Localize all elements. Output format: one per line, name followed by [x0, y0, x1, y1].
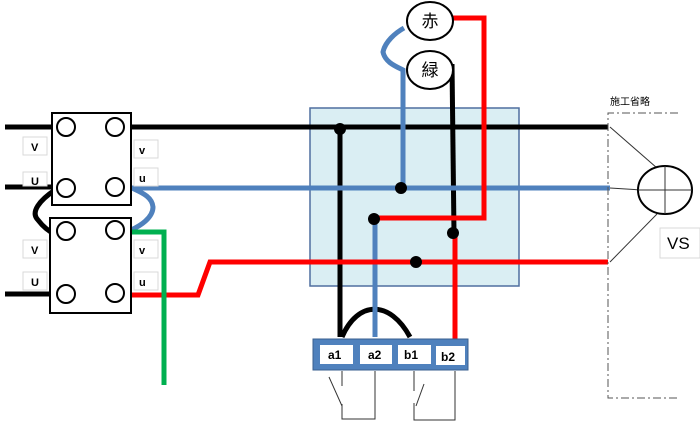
label-upper-U: U	[31, 176, 39, 188]
switch-terminal-b2: b2	[441, 350, 455, 364]
lamp-green-label: 緑	[422, 61, 439, 81]
node-red-a2	[368, 213, 380, 225]
lamp-red-circle	[406, 1, 454, 41]
breaker-lower	[49, 217, 132, 314]
green-ground-wire	[131, 229, 167, 385]
node-black-a1	[334, 123, 346, 135]
label-lower-v: v	[139, 245, 146, 257]
blue-jumper	[129, 185, 156, 233]
node-red-feed	[410, 256, 422, 268]
blue-wires	[129, 25, 610, 337]
label-upper-V: V	[31, 142, 39, 154]
label-box	[133, 167, 159, 187]
vs-label-box	[659, 227, 700, 259]
vs-label: VS	[667, 234, 690, 253]
breaker-upper	[51, 112, 132, 206]
lamp-red: 赤	[406, 1, 454, 41]
blue-wire-lamps	[380, 25, 406, 188]
label-lower-U: U	[31, 277, 39, 289]
lamp-green: 緑	[406, 50, 454, 90]
terminal-upper-U	[56, 178, 76, 198]
switch: a1 a2 b1 b2	[312, 338, 469, 421]
terminal-lower-u	[105, 283, 125, 303]
black-wires	[5, 63, 608, 339]
label-box	[133, 271, 159, 291]
switch-label-box	[320, 345, 353, 364]
label-lower-u: u	[139, 277, 146, 289]
breaker-labels: V U v u V U v u	[22, 136, 159, 291]
node-black-b2	[447, 227, 459, 239]
label-box	[22, 136, 48, 156]
switch-terminal-a2: a2	[368, 348, 382, 362]
switch-label-box	[398, 345, 431, 364]
switch-contact-a	[328, 371, 376, 420]
terminal-upper-u	[105, 177, 125, 197]
omitted-boundary	[607, 112, 678, 399]
label-box	[22, 171, 48, 187]
switch-terminal-b1: b1	[404, 348, 418, 362]
label-lower-V: V	[31, 245, 39, 257]
lamp-red-label: 赤	[422, 12, 439, 32]
terminal-upper-V	[56, 117, 76, 137]
switch-label-box	[436, 346, 465, 365]
terminal-lower-v	[105, 220, 125, 240]
junction-nodes	[334, 123, 459, 268]
switch-label-box	[360, 345, 392, 364]
terminal-lower-U	[56, 284, 76, 304]
label-box	[22, 239, 48, 259]
lamp-green-circle	[406, 50, 454, 90]
construction-omitted-note: 施工省略	[610, 95, 650, 108]
label-upper-v: v	[139, 145, 146, 157]
switch-terminal-a1: a1	[328, 348, 342, 362]
black-wire-green-lamp	[449, 63, 457, 234]
load-area: 施工省略 VS	[607, 95, 700, 399]
node-blue-lamp	[395, 182, 407, 194]
label-box	[133, 139, 159, 159]
terminal-lower-V	[56, 221, 76, 241]
label-upper-u: u	[139, 173, 146, 185]
red-red-lamp	[374, 15, 487, 221]
terminal-upper-v	[105, 117, 125, 137]
switch-contact-b	[413, 371, 456, 421]
label-box	[133, 239, 159, 259]
label-box	[22, 271, 48, 291]
